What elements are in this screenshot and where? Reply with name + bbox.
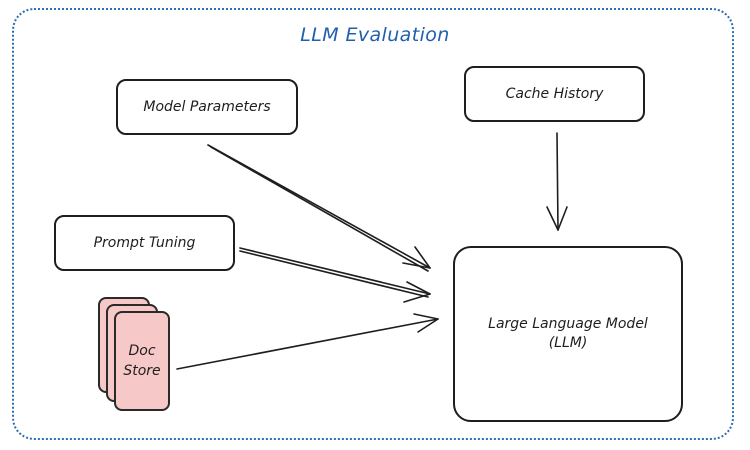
- node-model-parameters[interactable]: Model Parameters: [116, 79, 298, 135]
- node-llm[interactable]: Large Language Model (LLM): [453, 246, 683, 422]
- node-doc-store-label: Doc Store: [123, 342, 161, 379]
- node-llm-label: Large Language Model (LLM): [488, 316, 648, 351]
- node-cache-history[interactable]: Cache History: [464, 66, 645, 122]
- node-prompt-tuning-label: Prompt Tuning: [93, 234, 196, 251]
- node-doc-store[interactable]: Doc Store: [114, 311, 170, 411]
- node-model-parameters-label: Model Parameters: [143, 98, 271, 115]
- diagram-frame: [12, 8, 734, 440]
- diagram-title: LLM Evaluation: [300, 24, 450, 46]
- node-cache-history-label: Cache History: [505, 85, 604, 102]
- node-prompt-tuning[interactable]: Prompt Tuning: [54, 215, 235, 271]
